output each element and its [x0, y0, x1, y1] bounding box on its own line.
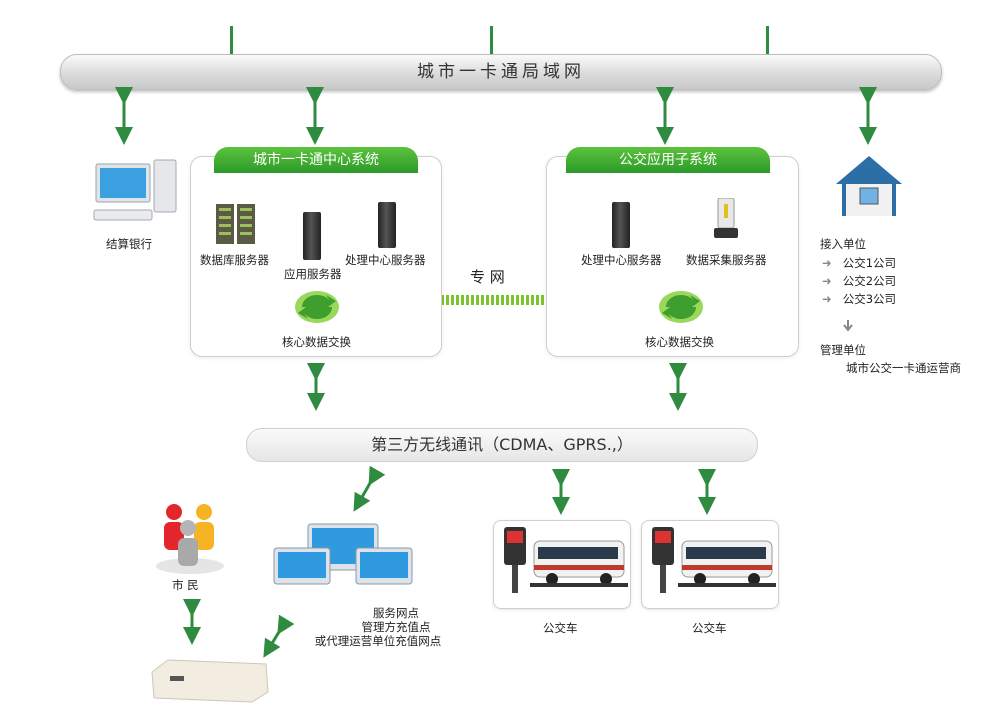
citizen-icon: [150, 500, 230, 580]
access-item: ➜ 公交1公司: [822, 256, 897, 270]
arrow-right-icon: ➜: [822, 274, 832, 288]
uplink-line: [490, 26, 493, 54]
service-points-label: 服务网点 管理方充值点 或代理运营单位充值网点: [314, 606, 442, 648]
center-system-title: 城市一卡通中心系统: [214, 147, 418, 173]
arrow-right-icon: ➜: [822, 292, 832, 306]
proc-server-label: 处理中心服务器: [345, 253, 426, 267]
center-exchange-label: 核心数据交换: [282, 335, 351, 349]
app-server-label: 应用服务器: [284, 267, 342, 281]
collect-server-label: 数据采集服务器: [686, 253, 767, 267]
arrow-wireless-service: [353, 465, 386, 512]
db-server-label: 数据库服务器: [200, 253, 269, 267]
proc-server-icon: [378, 202, 396, 248]
mgmt-value: 城市公交一卡通运营商: [846, 361, 961, 375]
arrow-right-icon: ➜: [822, 256, 832, 270]
access-item: ➜ 公交3公司: [822, 292, 897, 306]
bus-card-1: [493, 520, 631, 609]
bus-proc-server-label: 处理中心服务器: [581, 253, 662, 267]
uplink-line: [766, 26, 769, 54]
bus-icon: [652, 527, 776, 593]
down-arrow-icon: [843, 320, 853, 332]
bus-system-panel: [546, 156, 799, 357]
bus-card-2: [641, 520, 779, 609]
bus-proc-server-icon: [612, 202, 630, 248]
house-icon: [834, 154, 904, 222]
bank-computer-icon: [92, 158, 180, 228]
bus-exchange-icon: [656, 287, 706, 331]
mgmt-title: 管理单位: [820, 343, 866, 357]
db-server-icon: [216, 202, 256, 246]
service-computers-icon: [272, 522, 414, 596]
access-title: 接入单位: [820, 237, 866, 251]
bus-exchange-label: 核心数据交换: [645, 335, 714, 349]
arrow-reader-service: [263, 614, 295, 658]
bank-label: 结算银行: [106, 237, 152, 251]
card-reader-icon: [148, 658, 272, 704]
exchange-icon: [292, 287, 342, 331]
bus-icon: [504, 527, 628, 593]
wireless-bar: 第三方无线通讯（CDMA、GPRS.,）: [246, 428, 758, 462]
access-item: ➜ 公交2公司: [822, 274, 897, 288]
uplink-line: [230, 26, 233, 54]
bus-label-2: 公交车: [692, 621, 727, 635]
collect-server-icon: [714, 197, 738, 244]
app-server-icon: [303, 212, 321, 260]
access-list: ➜ 公交1公司 ➜ 公交2公司 ➜ 公交3公司: [822, 252, 896, 306]
bus-system-title: 公交应用子系统: [566, 147, 770, 173]
citizen-label: 市 民: [172, 578, 199, 592]
bus-label-1: 公交车: [543, 621, 578, 635]
private-net-label: 专 网: [470, 268, 505, 286]
lan-bar: 城市一卡通局域网: [60, 54, 942, 90]
